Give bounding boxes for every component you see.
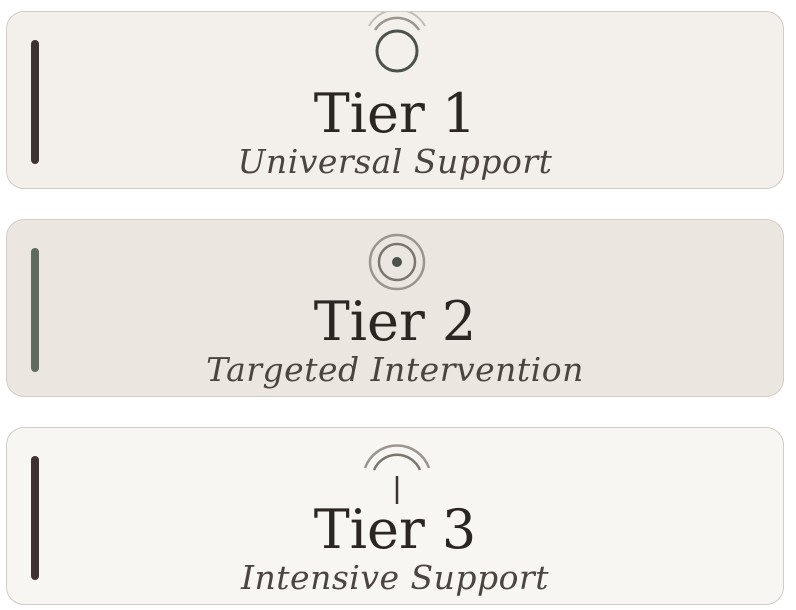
broadcast-circle-icon <box>368 12 426 73</box>
tier-subtitle: Universal Support <box>237 142 553 181</box>
tier-title: Tier 1 <box>313 82 477 145</box>
tier-accent-bar <box>31 456 39 580</box>
tier-card-2[interactable]: Tier 2 Targeted Intervention <box>6 219 784 397</box>
tier-card-1[interactable]: Tier 1 Universal Support <box>6 11 784 189</box>
tier-accent-bar <box>31 248 39 372</box>
tier-title: Tier 3 <box>313 498 477 561</box>
signal-antenna-icon <box>363 444 431 504</box>
target-icon <box>368 233 426 291</box>
tier-subtitle: Intensive Support <box>241 558 549 597</box>
tier-card-3[interactable]: Tier 3 Intensive Support <box>6 427 784 605</box>
tier-title: Tier 2 <box>313 290 477 353</box>
tier-subtitle: Targeted Intervention <box>206 350 584 389</box>
tier-accent-bar <box>31 40 39 164</box>
